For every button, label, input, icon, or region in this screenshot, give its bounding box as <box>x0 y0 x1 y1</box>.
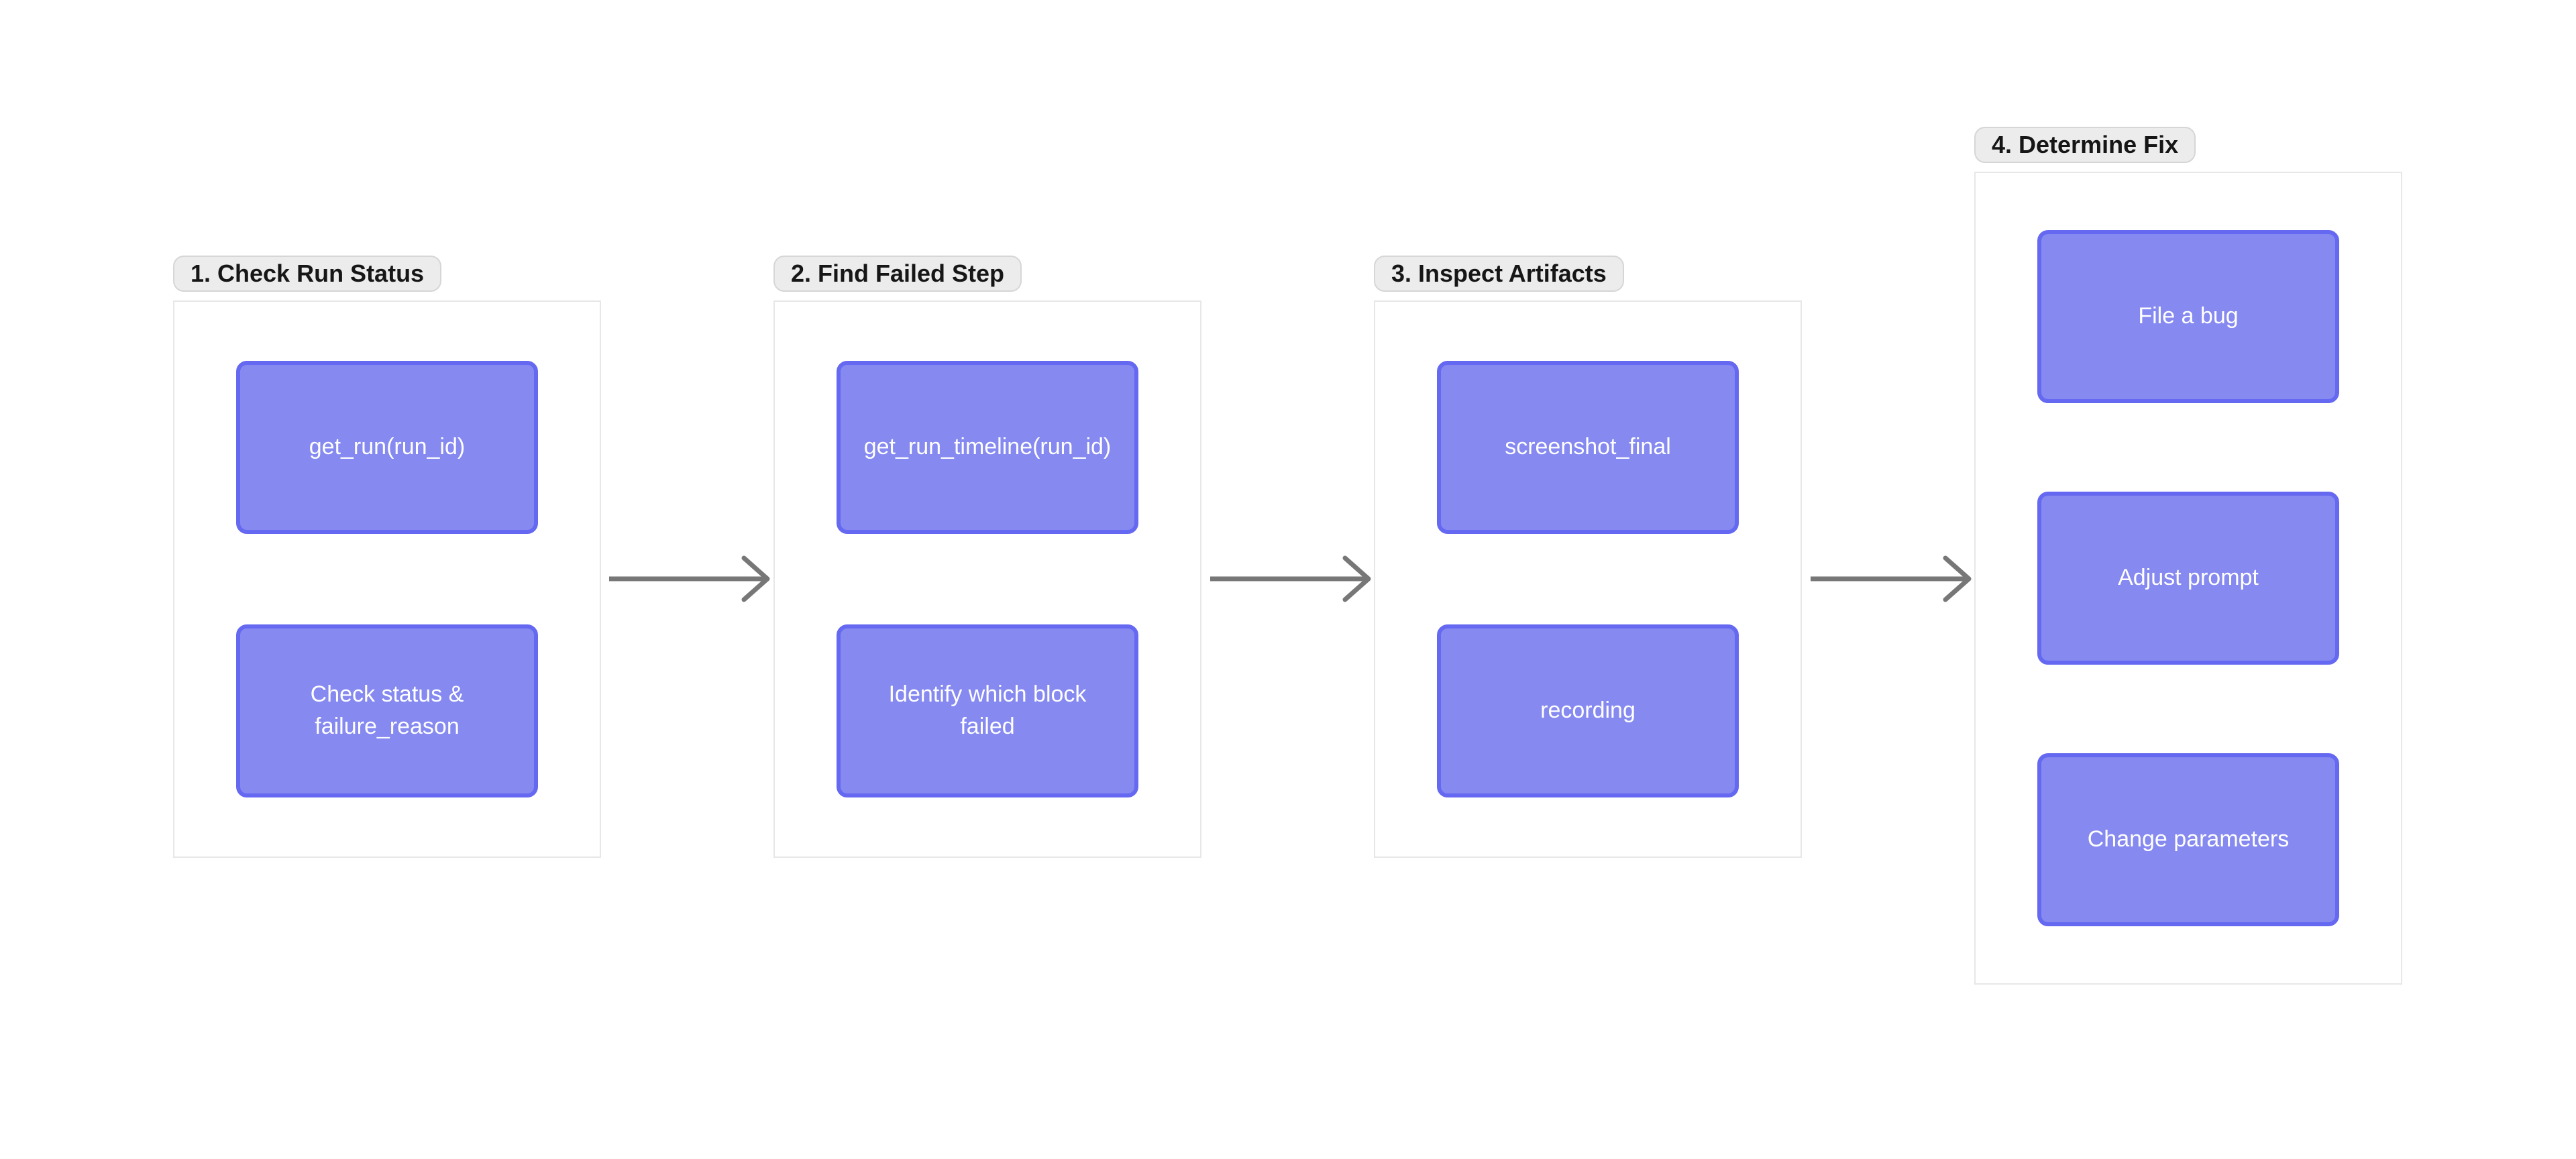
group-1-label-pill: 1. Check Run Status <box>173 256 442 292</box>
group-3-label-pill: 3. Inspect Artifacts <box>1374 256 1624 292</box>
node-check-status-failure-reason: Check status & failure_reason <box>236 624 538 797</box>
node-recording: recording <box>1437 624 1739 797</box>
group-4-determine-fix: 4. Determine Fix File a bug Adjust promp… <box>1974 127 2402 985</box>
node-screenshot-final: screenshot_final <box>1437 361 1739 534</box>
group-2-label-pill: 2. Find Failed Step <box>773 256 1022 292</box>
node-identify-failed-block: Identify which block failed <box>837 624 1138 797</box>
group-3-frame: screenshot_final recording <box>1374 300 1802 858</box>
arrow-right-icon <box>1809 545 1977 612</box>
node-get-run-timeline: get_run_timeline(run_id) <box>837 361 1138 534</box>
group-2-find-failed-step: 2. Find Failed Step get_run_timeline(run… <box>773 256 1201 858</box>
group-4-frame: File a bug Adjust prompt Change paramete… <box>1974 172 2402 985</box>
arrow-right-icon <box>1209 545 1377 612</box>
group-3-inspect-artifacts: 3. Inspect Artifacts screenshot_final re… <box>1374 256 1802 858</box>
group-2-frame: get_run_timeline(run_id) Identify which … <box>773 300 1201 858</box>
group-4-label-pill: 4. Determine Fix <box>1974 127 2196 163</box>
node-file-a-bug: File a bug <box>2037 230 2339 403</box>
node-change-parameters: Change parameters <box>2037 753 2339 926</box>
node-adjust-prompt: Adjust prompt <box>2037 492 2339 665</box>
node-get-run: get_run(run_id) <box>236 361 538 534</box>
arrow-right-icon <box>608 545 775 612</box>
group-1-check-run-status: 1. Check Run Status get_run(run_id) Chec… <box>173 256 601 858</box>
group-1-frame: get_run(run_id) Check status & failure_r… <box>173 300 601 858</box>
